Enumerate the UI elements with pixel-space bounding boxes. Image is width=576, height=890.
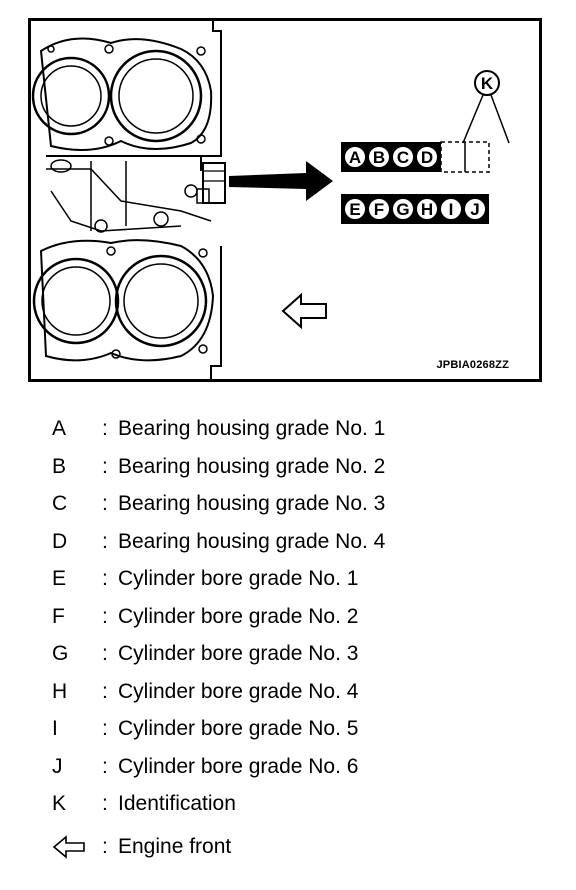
upper-cylinder-bores [31, 37, 213, 151]
legend-item-d: D: Bearing housing grade No. 4 [48, 523, 548, 561]
legend-description: Bearing housing grade No. 4 [118, 529, 386, 553]
grade-mark-label-b: B [373, 148, 385, 167]
legend-item-c: C: Bearing housing grade No. 3 [48, 485, 548, 523]
grade-mark-label-d: D [421, 148, 433, 167]
legend-key: H [52, 679, 68, 703]
legend-description: Cylinder bore grade No. 3 [118, 642, 359, 665]
legend-colon: : [102, 834, 108, 858]
lower-cylinder-bores [32, 239, 215, 362]
legend-key: I [52, 717, 58, 740]
legend-colon: : [102, 717, 108, 740]
legend-item-e: E: Cylinder bore grade No. 1 [48, 560, 548, 598]
legend-item-g: G: Cylinder bore grade No. 3 [48, 635, 548, 673]
legend-item-engine-front: : Engine front [48, 823, 548, 871]
grade-mark-label-e: E [349, 200, 360, 219]
legend-item-k: K: Identification [48, 785, 548, 823]
legend-item-j: J: Cylinder bore grade No. 6 [48, 748, 548, 786]
legend-colon: : [102, 529, 108, 553]
legend-item-f: F: Cylinder bore grade No. 2 [48, 598, 548, 636]
legend-colon: : [102, 492, 108, 515]
legend-key: K [52, 792, 67, 815]
legend-colon: : [102, 567, 108, 590]
figure-code: JPBIA0268ZZ [436, 359, 509, 371]
grade-mark-label-i: I [449, 200, 454, 219]
grade-mark-g [391, 197, 415, 221]
grade-mark-label-c: C [397, 148, 409, 167]
legend-description: Bearing housing grade No. 2 [118, 454, 386, 478]
grade-mark-label-g: G [396, 200, 409, 219]
legend-key: J [52, 754, 63, 778]
legend-colon: : [102, 417, 108, 440]
grade-mark-j [463, 197, 487, 221]
legend-key: F [52, 604, 65, 628]
legend-description: Identification [118, 792, 236, 815]
legend-key: G [52, 642, 69, 665]
legend: A: Bearing housing grade No. 1 B: Bearing h… [48, 410, 548, 871]
grade-mark-d [415, 145, 439, 169]
callout-k-label: K [481, 74, 494, 93]
grade-mark-h [415, 197, 439, 221]
legend-description: Cylinder bore grade No. 1 [118, 567, 359, 590]
legend-description: Bearing housing grade No. 1 [118, 417, 386, 440]
grade-mark-label-a: A [349, 148, 361, 167]
legend-key: C [52, 492, 68, 515]
grade-mark-e [343, 197, 367, 221]
legend-item-i: I: Cylinder bore grade No. 5 [48, 710, 548, 748]
engine-valley [46, 155, 226, 233]
legend-item-b: B: Bearing housing grade No. 2 [48, 448, 548, 486]
engine-front-arrow-icon [281, 292, 327, 330]
grade-mark-c [391, 145, 415, 169]
grade-mark-label-h: H [421, 200, 433, 219]
grade-mark-label-j: J [470, 200, 479, 219]
pointer-arrow [229, 161, 333, 201]
legend-description: Cylinder bore grade No. 2 [118, 604, 359, 628]
grade-mark-f [367, 197, 391, 221]
legend-key: D [52, 529, 68, 553]
identification-callout: K [462, 70, 510, 144]
grade-mark-a [343, 145, 367, 169]
grade-mark-label-f: F [374, 200, 384, 219]
legend-colon: : [102, 679, 108, 703]
legend-key: B [52, 454, 67, 478]
legend-colon: : [102, 754, 108, 778]
legend-colon: : [102, 642, 108, 665]
grade-mark-i [439, 197, 463, 221]
legend-description: Engine front [118, 834, 232, 858]
legend-item-h: H: Cylinder bore grade No. 4 [48, 673, 548, 711]
legend-description: Cylinder bore grade No. 5 [118, 717, 359, 740]
legend-description: Bearing housing grade No. 3 [118, 492, 386, 515]
legend-key: A [52, 417, 67, 440]
legend-colon: : [102, 454, 108, 478]
legend-colon: : [102, 792, 108, 815]
legend-colon: : [102, 604, 108, 628]
legend-key: E [52, 567, 67, 590]
legend-description: Cylinder bore grade No. 6 [118, 754, 359, 778]
legend-description: Cylinder bore grade No. 4 [118, 679, 359, 703]
grade-mark-b [367, 145, 391, 169]
legend-item-a: A: Bearing housing grade No. 1 [48, 410, 548, 448]
